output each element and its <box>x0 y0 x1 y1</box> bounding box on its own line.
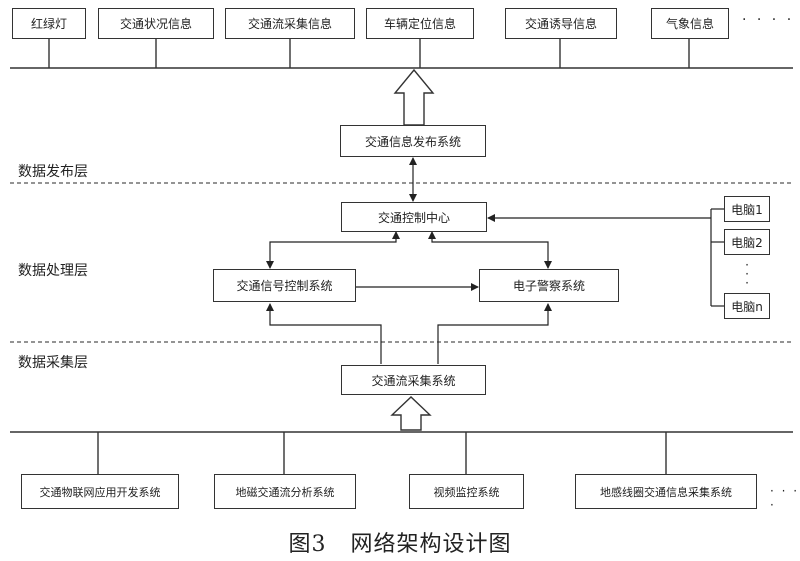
computer-vertical-ellipsis: · · · <box>745 258 749 290</box>
upload-to-top-hollow-arrow <box>393 68 435 126</box>
system-box-info-publish: 交通信息发布系统 <box>340 125 486 157</box>
computer-box-n: 电脑n <box>724 293 770 319</box>
info-box-traffic-flow: 交通流采集信息 <box>225 8 355 39</box>
layer-label-publish: 数据发布层 <box>18 164 88 180</box>
computer-box-1: 电脑1 <box>724 196 770 222</box>
info-box-vehicle-location: 车辆定位信息 <box>366 8 474 39</box>
bottom-box-video-monitor: 视频监控系统 <box>409 474 524 509</box>
bottom-box-geomagnetic: 地磁交通流分析系统 <box>214 474 356 509</box>
control-epolice-link <box>428 231 552 269</box>
bottom-box-iot-dev: 交通物联网应用开发系统 <box>21 474 179 509</box>
top-ellipsis: · · · · <box>742 12 795 28</box>
computers-to-control-link <box>487 208 724 307</box>
bottom-collect-bus <box>10 431 793 474</box>
info-box-weather: 气象信息 <box>651 8 729 39</box>
info-box-traffic-status: 交通状况信息 <box>98 8 214 39</box>
bottom-to-flow-hollow-arrow <box>390 396 432 431</box>
layer-label-collect: 数据采集层 <box>18 355 88 371</box>
system-box-control-center: 交通控制中心 <box>341 202 487 232</box>
flow-to-signal-link <box>266 303 382 364</box>
layer-label-process: 数据处理层 <box>18 263 88 279</box>
system-box-flow-collect: 交通流采集系统 <box>341 365 486 395</box>
info-box-traffic-guidance: 交通诱导信息 <box>505 8 617 39</box>
system-box-signal-control: 交通信号控制系统 <box>213 269 356 302</box>
top-info-bus <box>10 38 793 69</box>
control-signal-link <box>266 231 400 269</box>
info-box-traffic-light: 红绿灯 <box>12 8 86 39</box>
layer-separators <box>10 182 793 343</box>
system-box-e-police: 电子警察系统 <box>479 269 619 302</box>
flow-to-epolice-link <box>437 303 552 364</box>
computer-box-2: 电脑2 <box>724 229 770 255</box>
figure-caption: 图3 网络架构设计图 <box>288 532 512 557</box>
bottom-ellipsis: · · · · <box>770 484 800 512</box>
bottom-box-loop-detector: 地感线圈交通信息采集系统 <box>575 474 757 509</box>
